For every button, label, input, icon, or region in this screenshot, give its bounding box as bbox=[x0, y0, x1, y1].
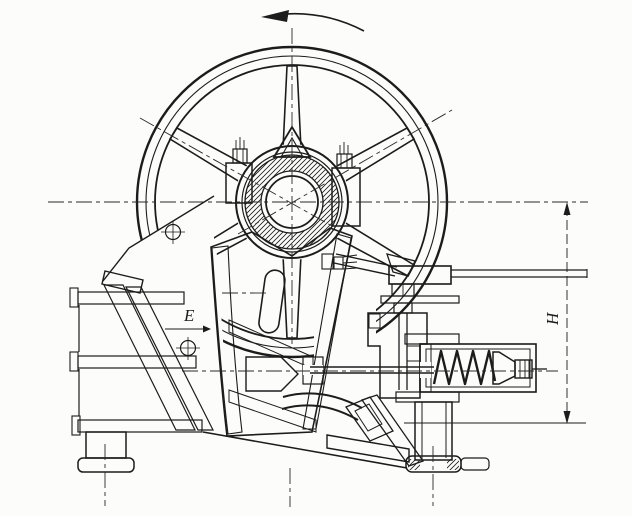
rear-foot bbox=[405, 401, 490, 473]
adjustment-rod-assembly bbox=[333, 253, 588, 399]
rod-clamp-block bbox=[388, 265, 452, 285]
height-dimension-label: H bbox=[543, 311, 562, 326]
rear-cover bbox=[314, 292, 376, 420]
rear-seat-brace bbox=[360, 394, 425, 467]
bearing-bolt-right bbox=[336, 142, 353, 169]
centerlines bbox=[48, 28, 588, 507]
front-foot bbox=[85, 431, 127, 459]
support-block bbox=[367, 312, 428, 399]
pitman-rib-lower bbox=[228, 389, 317, 433]
frame-hole-upper bbox=[161, 221, 185, 244]
fixed-jaw-liner bbox=[125, 286, 214, 431]
rod-washer-plate bbox=[380, 295, 460, 304]
dim-arrow-down bbox=[563, 411, 571, 424]
bearing-bolt-left bbox=[232, 137, 248, 164]
rod-clevis bbox=[386, 253, 416, 277]
tension-spring bbox=[432, 349, 497, 386]
pitman-rib-upper bbox=[228, 319, 314, 370]
frame-rib-bottom bbox=[77, 419, 203, 433]
fixed-jaw-backing bbox=[103, 284, 196, 431]
tension-spring-assembly bbox=[302, 333, 547, 403]
label-E: E bbox=[165, 306, 211, 333]
pitman-moving-jaw bbox=[210, 227, 358, 437]
pitman-left-wall bbox=[211, 245, 243, 435]
side-frame-plate bbox=[103, 196, 214, 285]
rotation-arrow-icon bbox=[261, 10, 365, 32]
fixed-jaw-cap bbox=[101, 270, 144, 294]
frame-bottom-edge bbox=[202, 431, 408, 469]
spring-box-top-flange bbox=[404, 333, 460, 345]
diagonal-centerline-right bbox=[237, 109, 453, 235]
pitman-right-wall bbox=[302, 233, 352, 430]
spring-cone-seat bbox=[492, 351, 516, 385]
pitman-slot bbox=[258, 269, 286, 334]
frame-left bbox=[69, 195, 215, 473]
frame-hole-lower bbox=[176, 337, 200, 360]
toggle-seat-recess bbox=[245, 356, 299, 392]
dim-arrow-up bbox=[563, 202, 571, 215]
spring-box-bottom-flange bbox=[395, 391, 460, 403]
dimension-H: H bbox=[404, 202, 586, 424]
gap-arrow bbox=[203, 325, 211, 333]
discharge-gap-label: E bbox=[183, 306, 195, 325]
diagonal-centerline-left bbox=[139, 117, 333, 227]
pitman-body bbox=[210, 227, 353, 437]
